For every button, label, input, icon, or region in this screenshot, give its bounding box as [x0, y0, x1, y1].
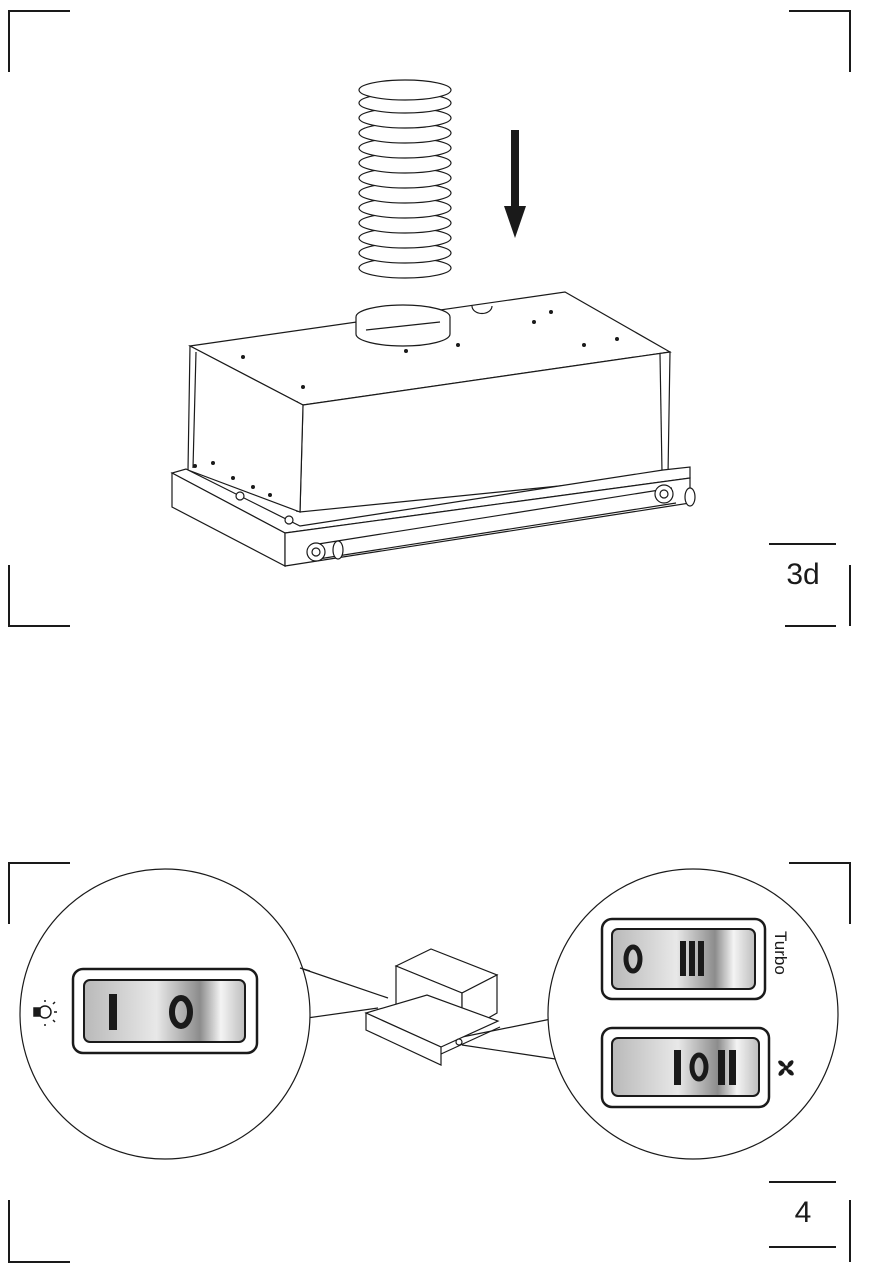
corner-marks-bottom	[8, 862, 851, 1263]
down-arrow-icon	[504, 130, 526, 238]
speed-off-symbol	[689, 1052, 709, 1082]
screw-holes	[193, 310, 619, 497]
light-off-symbol	[169, 995, 193, 1029]
light-on-symbol	[109, 994, 117, 1030]
turbo-off-symbol	[623, 944, 643, 974]
figure-3d-illustration	[170, 79, 696, 567]
speed-2-symbol	[718, 1050, 736, 1085]
hood-thumbnail	[364, 948, 501, 1066]
turbo-switch[interactable]	[600, 917, 767, 1001]
figure-label-3d: 3d	[786, 558, 820, 591]
fan-icon	[778, 1060, 794, 1076]
speed-1-symbol	[674, 1050, 681, 1085]
magnifier-right	[547, 868, 839, 1160]
flexible-duct	[358, 79, 452, 279]
corner-marks-top	[8, 10, 851, 627]
turbo-label: Turbo	[771, 931, 790, 975]
figure-label-4: 4	[794, 1196, 812, 1229]
light-bulb-icon	[33, 1000, 57, 1026]
cooker-hood	[170, 291, 696, 567]
light-switch[interactable]	[71, 967, 259, 1055]
fan-speed-switch[interactable]	[600, 1026, 771, 1109]
turbo-on-symbol	[680, 941, 704, 976]
